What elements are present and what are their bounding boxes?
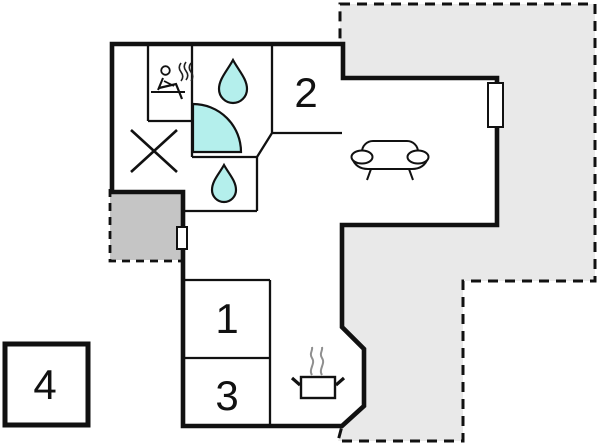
window-marker — [487, 82, 504, 128]
room-2-label: 2 — [294, 69, 317, 116]
steam-wave — [319, 346, 325, 376]
wardrobe-cross-icon — [130, 129, 178, 173]
door-marker — [176, 226, 188, 250]
room-3-label: 3 — [215, 372, 238, 419]
cooking-pot-icon — [290, 346, 346, 400]
interior-walls — [146, 44, 342, 426]
water-drop-icon — [217, 57, 249, 105]
entrance-dashed-border — [108, 189, 183, 263]
shower-quarter-circle-icon — [191, 102, 243, 154]
room-4-label: 4 — [33, 361, 56, 408]
room-1-label: 1 — [215, 295, 238, 342]
sauna-icon — [151, 61, 194, 100]
steam-wave — [309, 346, 315, 376]
room-4-annex — [2, 341, 91, 428]
water-drop-small-icon — [210, 162, 238, 204]
entrance-area — [110, 190, 182, 260]
sofa-icon — [350, 140, 430, 181]
